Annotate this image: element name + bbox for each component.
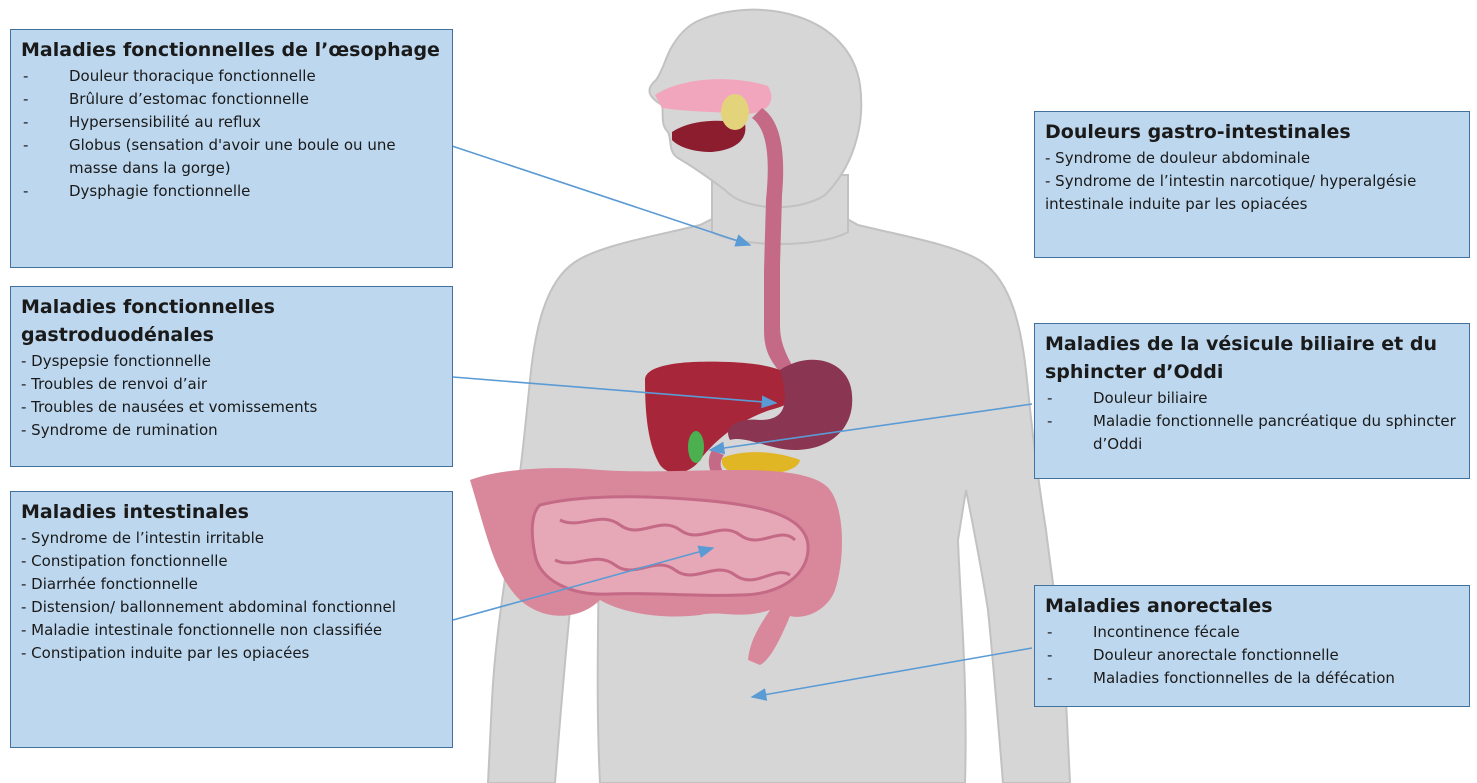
list-item: - Syndrome de rumination bbox=[21, 419, 442, 442]
salivary-gland bbox=[721, 94, 749, 130]
list-item: Maladie fonctionnelle pancréatique du sp… bbox=[1045, 410, 1459, 456]
box-vesicule: Maladies de la vésicule biliaire et du s… bbox=[1034, 323, 1470, 479]
list-item: - Syndrome de l’intestin narcotique/ hyp… bbox=[1045, 170, 1459, 216]
list-item: - Distension/ ballonnement abdominal fon… bbox=[21, 596, 442, 619]
list-item: - Maladie intestinale fonctionnelle non … bbox=[21, 619, 442, 642]
list-item: - Dyspepsie fonctionnelle bbox=[21, 350, 442, 373]
list-item: Hypersensibilité au reflux bbox=[21, 111, 442, 134]
box-douleurs: Douleurs gastro-intestinales - Syndrome … bbox=[1034, 111, 1470, 258]
box-intestinales-title: Maladies intestinales bbox=[21, 498, 442, 526]
list-item: Dysphagie fonctionnelle bbox=[21, 180, 442, 203]
box-gastroduodenales-list: - Dyspepsie fonctionnelle - Troubles de … bbox=[21, 350, 442, 442]
list-item: - Syndrome de douleur abdominale bbox=[1045, 147, 1459, 170]
box-vesicule-title: Maladies de la vésicule biliaire et du s… bbox=[1045, 330, 1459, 386]
gallbladder bbox=[688, 431, 704, 463]
list-item: - Troubles de renvoi d’air bbox=[21, 373, 442, 396]
list-item: - Troubles de nausées et vomissements bbox=[21, 396, 442, 419]
list-item: - Syndrome de l’intestin irritable bbox=[21, 527, 442, 550]
list-item: Globus (sensation d'avoir une boule ou u… bbox=[21, 134, 442, 180]
list-item: Douleur anorectale fonctionnelle bbox=[1045, 644, 1459, 667]
box-oesophage-list: Douleur thoracique fonctionnelle Brûlure… bbox=[21, 65, 442, 203]
list-item: Maladies fonctionnelles de la défécation bbox=[1045, 667, 1459, 690]
small-intestine bbox=[532, 497, 808, 596]
list-item: - Diarrhée fonctionnelle bbox=[21, 573, 442, 596]
box-oesophage: Maladies fonctionnelles de l’œsophage Do… bbox=[10, 29, 453, 268]
list-item: - Constipation fonctionnelle bbox=[21, 550, 442, 573]
box-vesicule-list: Douleur biliaire Maladie fonctionnelle p… bbox=[1045, 387, 1459, 456]
box-anorectales-list: Incontinence fécale Douleur anorectale f… bbox=[1045, 621, 1459, 690]
box-gastroduodenales-title: Maladies fonctionnelles gastroduodénales bbox=[21, 293, 442, 349]
box-douleurs-title: Douleurs gastro-intestinales bbox=[1045, 118, 1459, 146]
box-gastroduodenales: Maladies fonctionnelles gastroduodénales… bbox=[10, 286, 453, 467]
box-anorectales-title: Maladies anorectales bbox=[1045, 592, 1459, 620]
box-oesophage-title: Maladies fonctionnelles de l’œsophage bbox=[21, 36, 442, 64]
box-intestinales-list: - Syndrome de l’intestin irritable - Con… bbox=[21, 527, 442, 665]
list-item: Incontinence fécale bbox=[1045, 621, 1459, 644]
list-item: - Constipation induite par les opiacées bbox=[21, 642, 442, 665]
box-anorectales: Maladies anorectales Incontinence fécale… bbox=[1034, 585, 1470, 707]
list-item: Douleur thoracique fonctionnelle bbox=[21, 65, 442, 88]
list-item: Douleur biliaire bbox=[1045, 387, 1459, 410]
list-item: Brûlure d’estomac fonctionnelle bbox=[21, 88, 442, 111]
box-douleurs-list: - Syndrome de douleur abdominale - Syndr… bbox=[1045, 147, 1459, 216]
box-intestinales: Maladies intestinales - Syndrome de l’in… bbox=[10, 491, 453, 748]
